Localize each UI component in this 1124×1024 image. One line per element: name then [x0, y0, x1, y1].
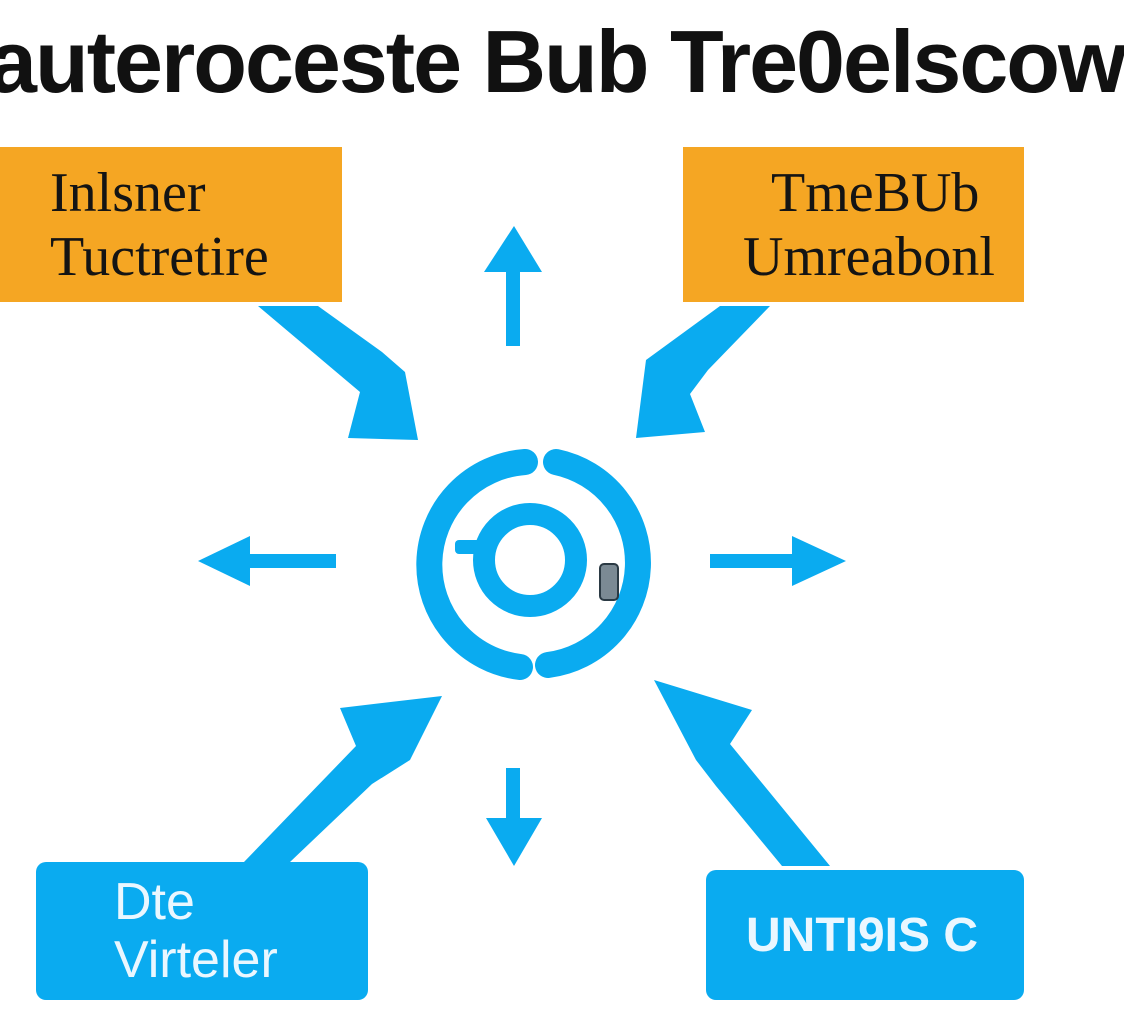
node-bottom-right-line1: UNTI9IS C — [746, 908, 979, 962]
arrow-up-icon — [484, 226, 542, 346]
node-bottom-left-line2: Virteler — [114, 931, 278, 989]
arrow-bottom-left-icon — [244, 696, 442, 862]
diagram-canvas — [198, 226, 846, 866]
node-top-left-line1: Inlsner — [50, 161, 206, 224]
diagram-title: auteroceste Bub Tre0elscow — [0, 12, 1124, 111]
arrow-top-left-icon — [258, 306, 418, 440]
arrow-down-icon — [486, 768, 542, 866]
node-bottom-left: Dte Virteler — [36, 862, 368, 1000]
node-bottom-right: UNTI9IS C — [706, 870, 1024, 1000]
node-top-left: Inlsner Tuctretire — [0, 147, 342, 302]
arrow-top-right-icon — [636, 306, 770, 438]
arrow-right-icon — [710, 536, 846, 586]
center-hub-icon — [416, 449, 651, 680]
node-top-right-line1: TmeBUb — [771, 161, 980, 224]
node-top-right: TmeBUb Umreabonl — [683, 147, 1024, 302]
node-top-left-line2: Tuctretire — [50, 225, 269, 288]
node-bottom-left-line1: Dte — [114, 873, 195, 931]
arrow-left-icon — [198, 536, 336, 586]
node-top-right-line2: Umreabonl — [743, 225, 995, 288]
arrow-bottom-right-icon — [654, 680, 830, 866]
